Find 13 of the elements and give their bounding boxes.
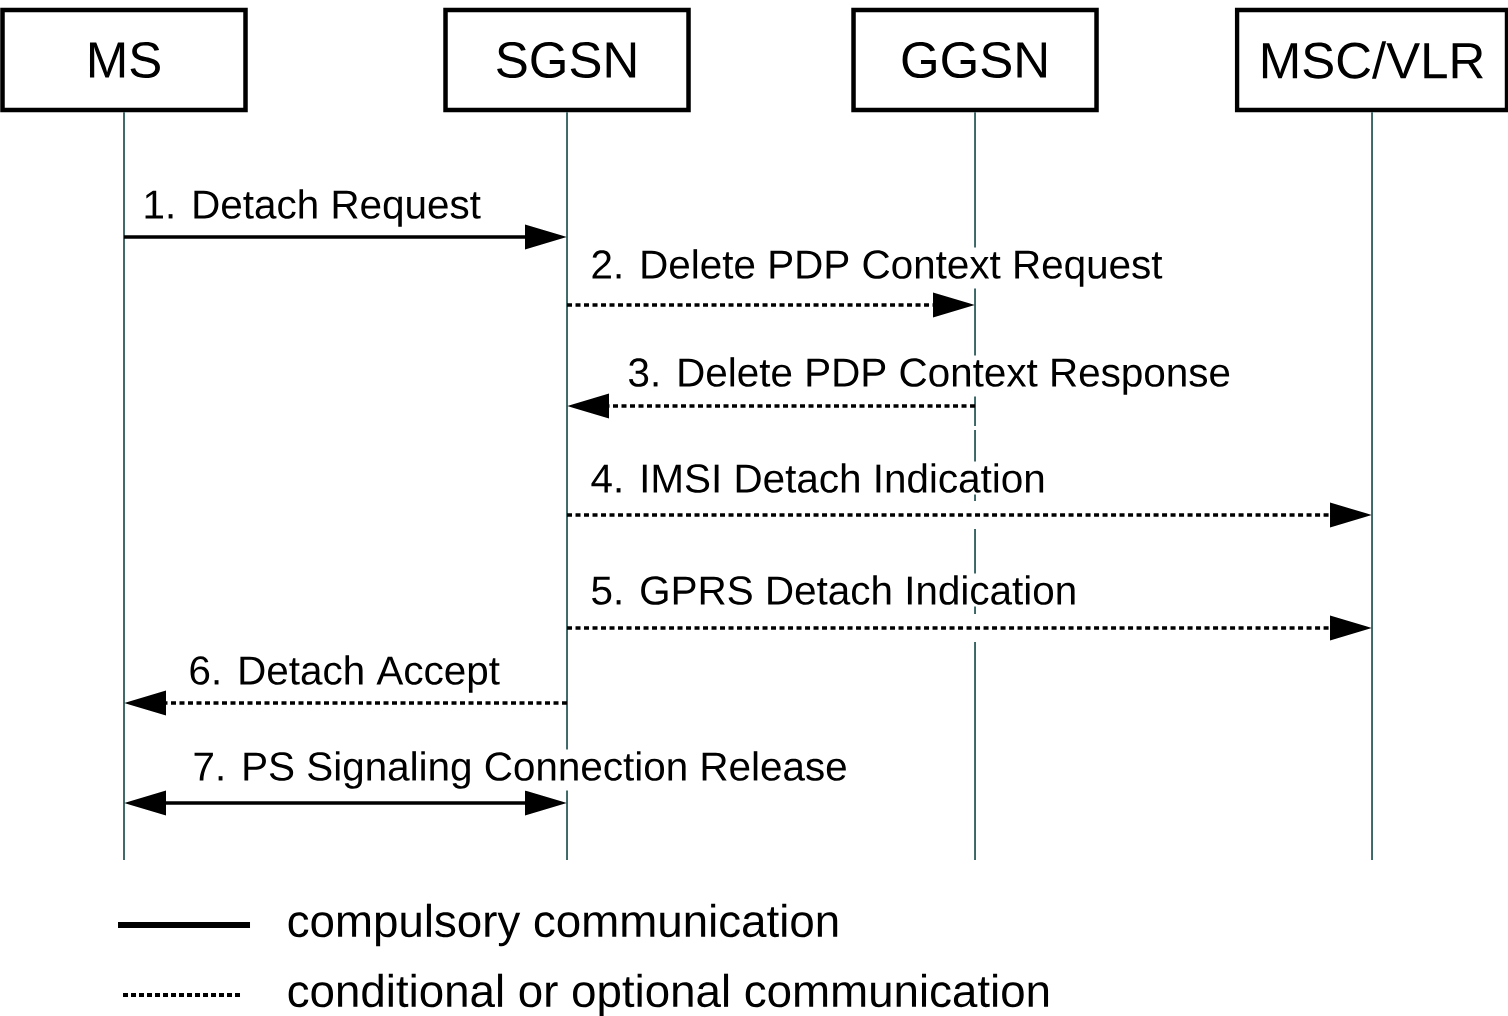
edge-label: 2. Delete PDP Context Request xyxy=(588,247,1165,289)
participant-box: SGSN xyxy=(443,7,691,113)
legend-text: conditional or optional communication xyxy=(288,973,1049,1016)
participant-box: GGSN xyxy=(851,7,1099,113)
edge-label: 1. Detach Request xyxy=(140,187,483,229)
edge-label: 6. Detach Accept xyxy=(186,653,502,695)
edge-label: 4. IMSI Detach Indication xyxy=(588,461,1048,495)
participant-box: MSC/VLR xyxy=(1234,7,1508,113)
edge-label: 5. GPRS Detach Indication xyxy=(588,573,1079,607)
edge-label: 3. Delete PDP Context Response xyxy=(625,355,1233,397)
legend-text: compulsory communication xyxy=(288,903,838,947)
edge-label: 7. PS Signaling Connection Release xyxy=(190,749,850,791)
participant-box: MS xyxy=(0,7,248,113)
